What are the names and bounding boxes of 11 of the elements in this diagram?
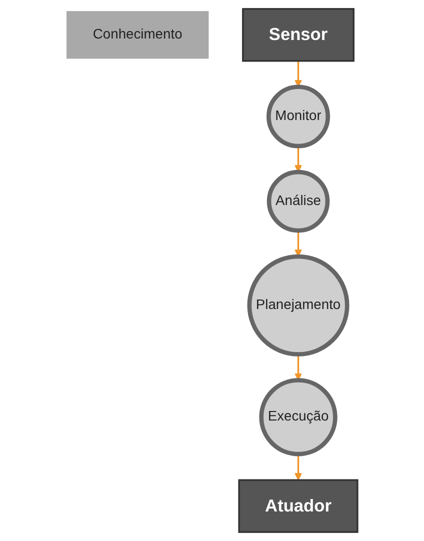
node-circle <box>266 170 330 233</box>
node-box <box>66 11 208 59</box>
node-circle <box>266 84 330 148</box>
node-circle <box>247 254 350 356</box>
node-circle <box>258 378 338 456</box>
arrow <box>294 230 302 257</box>
node-box <box>242 8 354 62</box>
arrow <box>294 146 302 172</box>
arrow <box>294 454 302 480</box>
arrow <box>294 60 302 88</box>
node-box <box>238 479 358 533</box>
